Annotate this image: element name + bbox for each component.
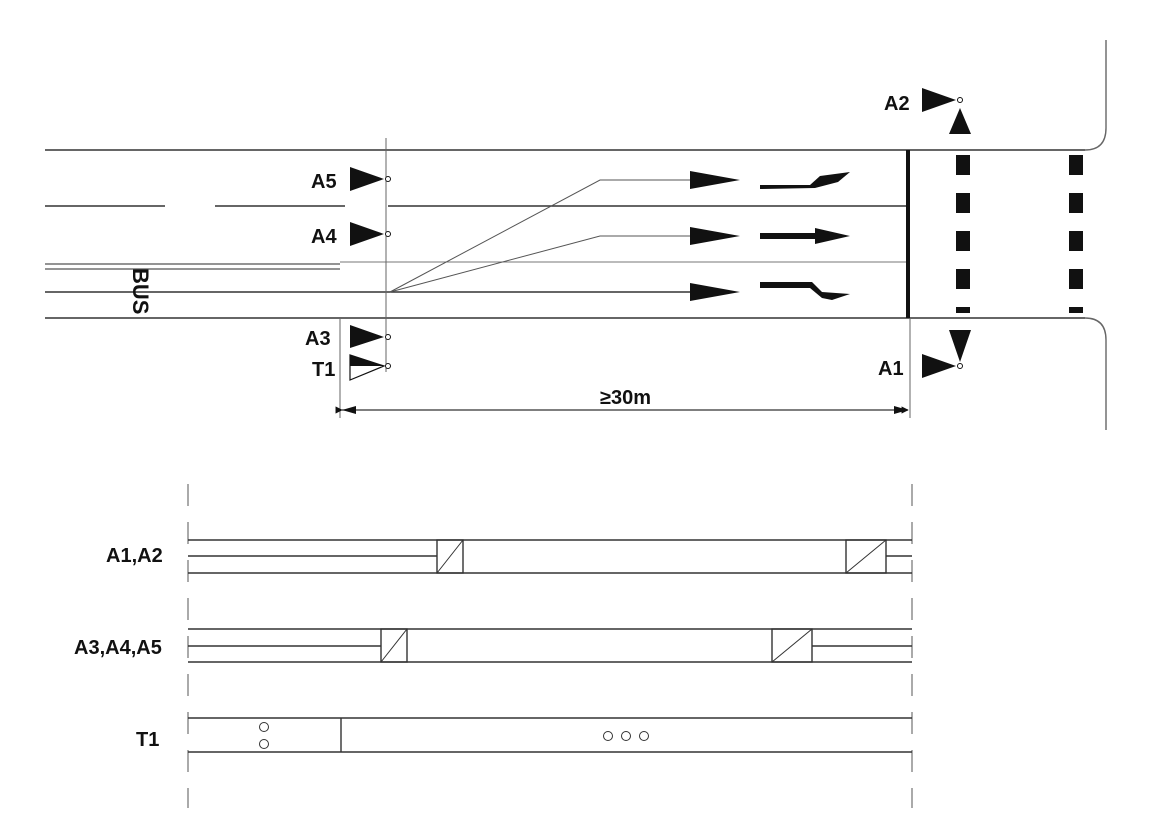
signal-a1-label: A1 — [878, 358, 904, 380]
signal-t1-fill — [350, 355, 384, 366]
timing-row-t1: T1 — [136, 717, 912, 753]
wire-middle — [389, 235, 690, 293]
signal-a2-pivot — [957, 97, 963, 103]
right-turn-arrow-icon — [760, 282, 850, 300]
left-turn-arrow-icon — [760, 172, 850, 189]
signal-a5: A5 — [311, 167, 391, 193]
transition-diagonal — [436, 539, 464, 574]
transition-box — [845, 539, 887, 574]
straight-arrow-icon — [760, 228, 850, 244]
curb-top-right — [1084, 40, 1107, 151]
transition-box — [771, 628, 813, 663]
transition-diagonal — [380, 628, 408, 663]
signal-a3: A3 — [305, 325, 391, 350]
dimension-arrow-right — [894, 406, 908, 414]
signal-a3-label: A3 — [305, 328, 331, 350]
signal-t1: T1 — [312, 354, 391, 381]
signal-a4-icon — [350, 222, 384, 246]
ped-arrow-down — [949, 330, 971, 362]
signal-a1-icon — [922, 354, 956, 378]
lane-arrowhead-1 — [690, 171, 740, 189]
signal-a2: A2 — [884, 88, 963, 115]
timing-row-label: A3,A4,A5 — [74, 637, 162, 659]
bus-lane-label: BUS — [128, 268, 153, 314]
t1-signal-circle — [603, 731, 613, 741]
timing-row-a3-a4-a5: A3,A4,A5 — [74, 628, 912, 663]
t1-signal-circle — [259, 722, 269, 732]
signal-a2-icon — [922, 88, 956, 112]
signal-a2-label: A2 — [884, 93, 910, 115]
timing-row-label: T1 — [136, 729, 159, 751]
signal-a4-pivot — [385, 231, 391, 237]
timing-row-a1-a2: A1,A2 — [106, 539, 912, 574]
road-plan: BUS A5 A4 A3 T1 A2 — [45, 40, 1107, 430]
signal-a3-pivot — [385, 334, 391, 340]
transition-diagonal — [845, 539, 887, 574]
signal-a5-pivot — [385, 176, 391, 182]
distance-label: ≥30m — [600, 387, 651, 409]
distance-dimension: ≥30m — [335, 387, 909, 414]
signal-a3-icon — [350, 325, 384, 348]
signal-t1-pivot — [385, 363, 391, 369]
t1-signal-circle — [259, 739, 269, 749]
signal-a1-pivot — [957, 363, 963, 369]
signal-a5-icon — [350, 167, 384, 191]
signal-a4-label: A4 — [311, 226, 337, 248]
signal-a4: A4 — [311, 222, 391, 248]
t1-signal-circle — [639, 731, 649, 741]
lane-arrowhead-3 — [690, 283, 740, 301]
curb-bottom-right — [1084, 317, 1107, 430]
timing-diagram: A1,A2 A3,A4,A5 T1 — [74, 484, 913, 808]
wire-upper — [389, 179, 690, 293]
transition-box — [380, 628, 408, 663]
signal-a1: A1 — [878, 354, 963, 380]
timing-row-label: A1,A2 — [106, 545, 163, 567]
dimension-arrow-left — [342, 406, 356, 414]
lane-arrowhead-2 — [690, 227, 740, 245]
signal-t1-label: T1 — [312, 359, 335, 381]
signal-a5-label: A5 — [311, 171, 337, 193]
ped-arrow-up — [949, 108, 971, 134]
transition-box — [436, 539, 464, 574]
transition-diagonal — [771, 628, 813, 663]
t1-signal-circle — [621, 731, 631, 741]
